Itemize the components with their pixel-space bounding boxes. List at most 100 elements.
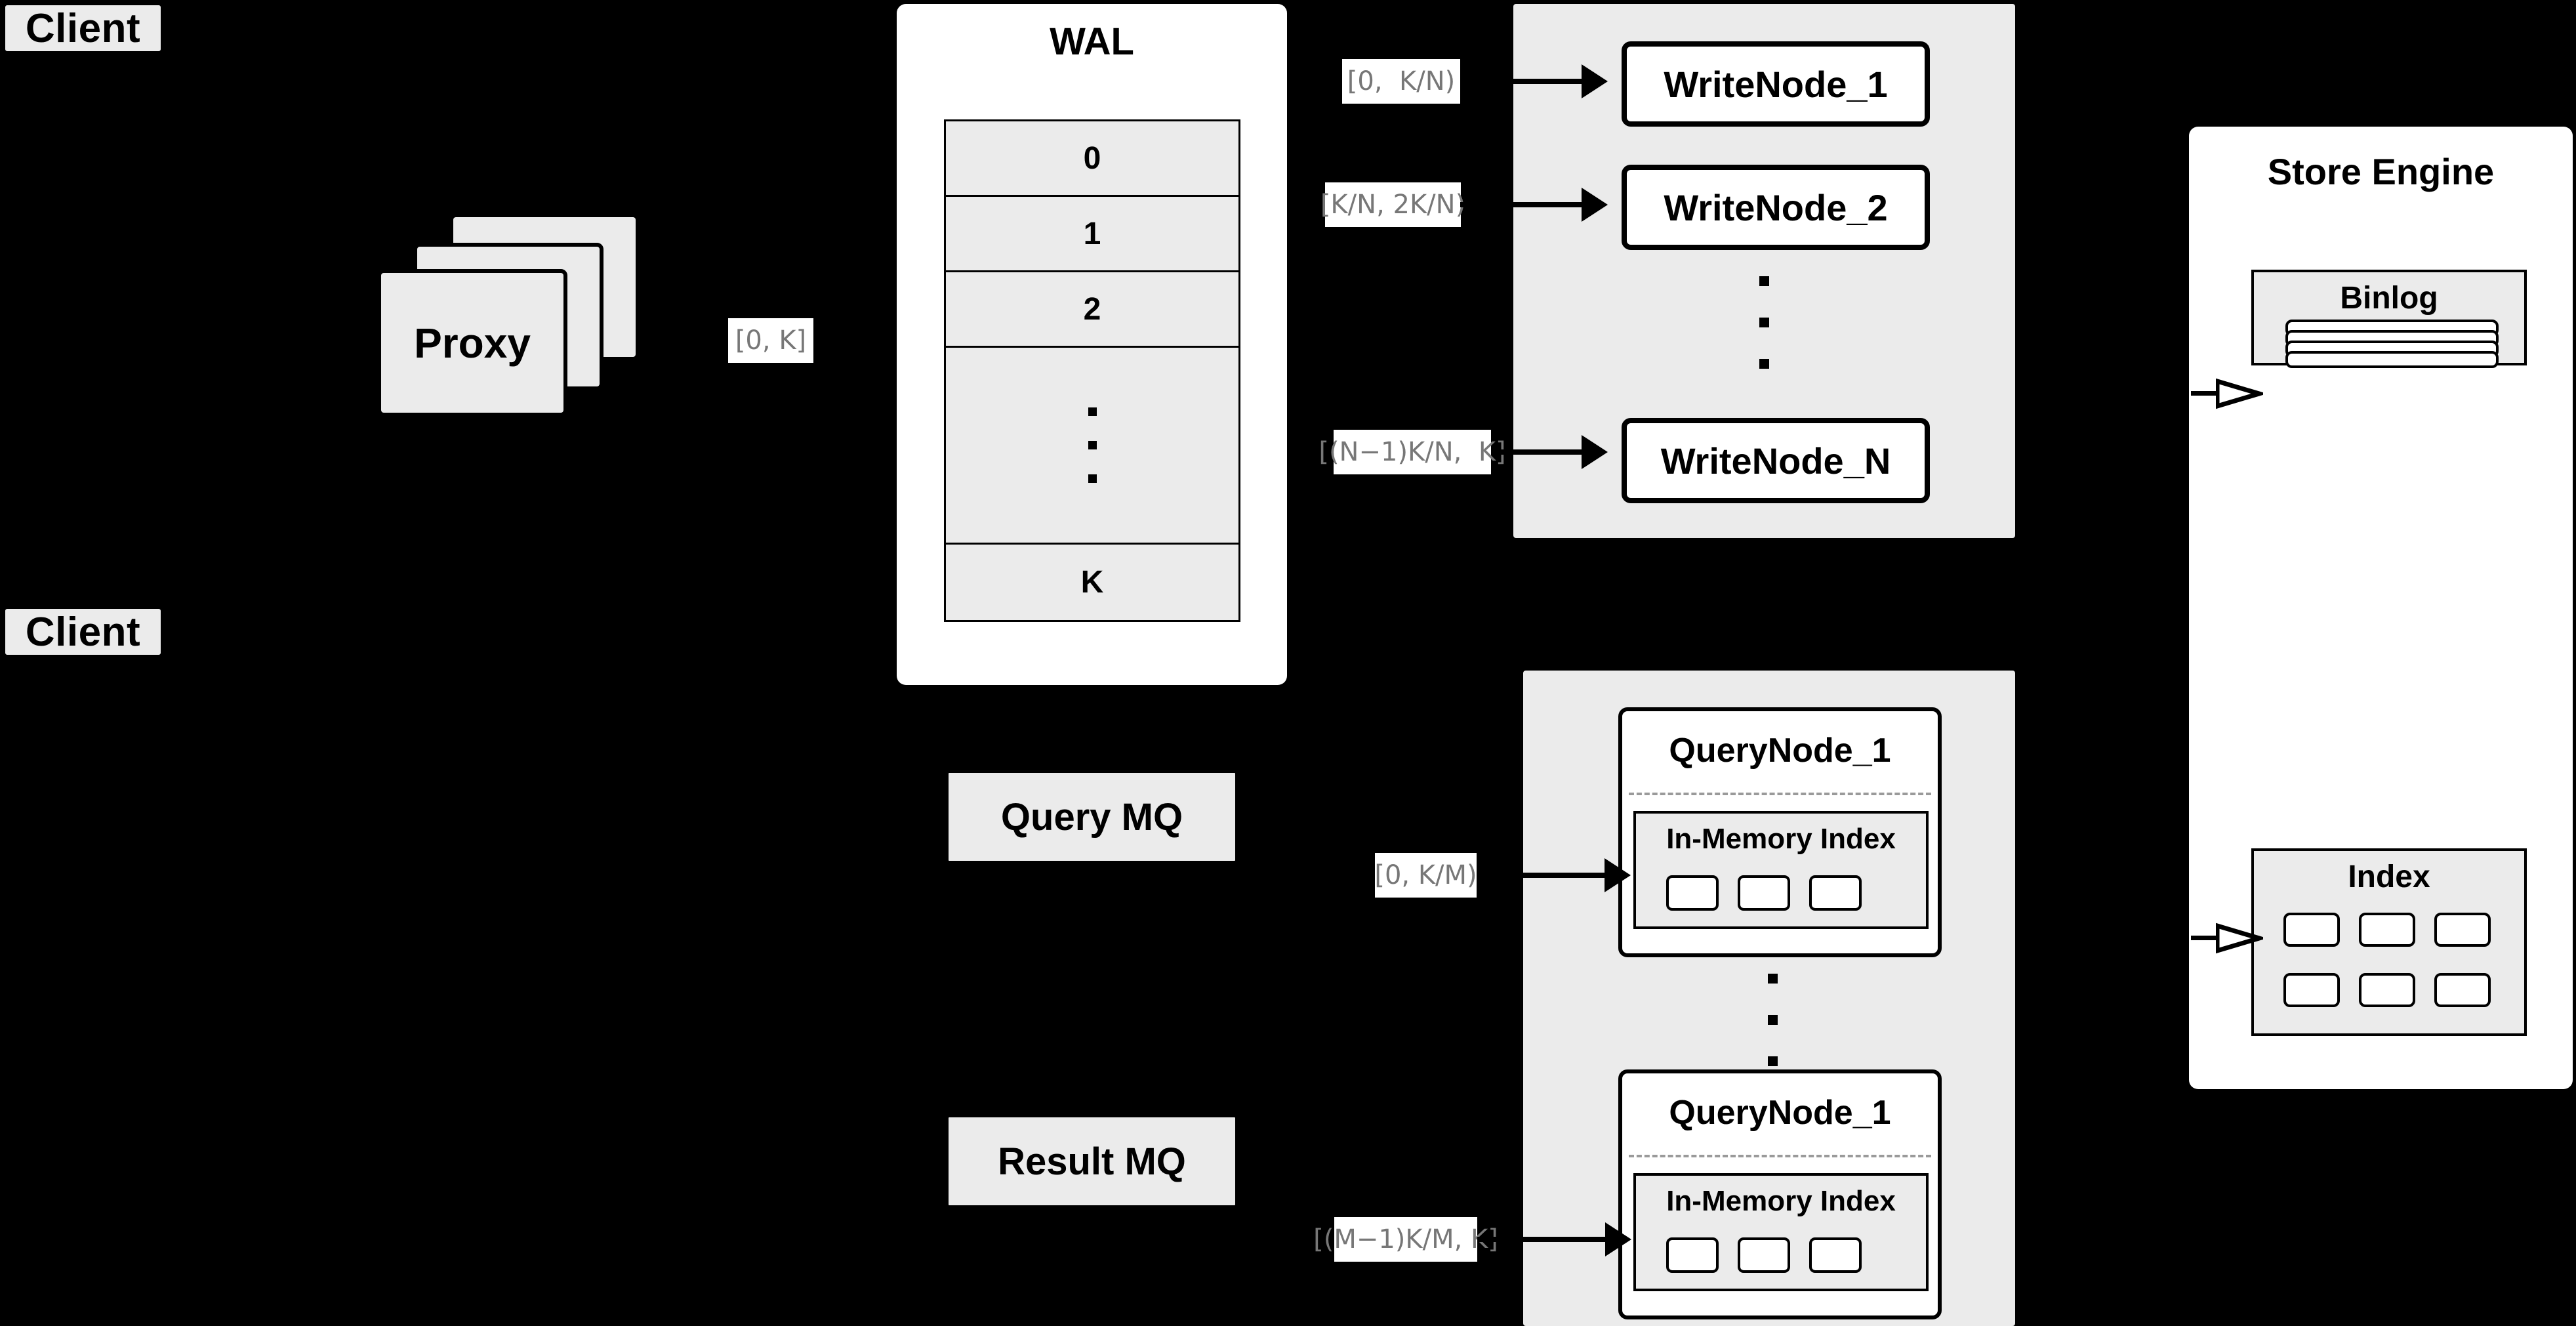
query-node-cluster: QueryNode_1 In-Memory Index QueryNode_1 …	[1523, 671, 2015, 1326]
query-node-m-label: QueryNode_1	[1669, 1094, 1891, 1132]
binlog-inbound-arrow	[2191, 377, 2263, 410]
write-node-1-arrow-line	[1460, 79, 1585, 84]
wal-title: WAL	[1050, 20, 1134, 63]
write-node-2-label: WriteNode_2	[1664, 186, 1888, 228]
query-node-1-range-text: [0, K/M)	[1374, 860, 1477, 890]
binlog-row-4[interactable]	[2285, 351, 2499, 368]
write-node-1[interactable]: WriteNode_1	[1622, 41, 1930, 127]
query-node-1-divider	[1629, 793, 1931, 795]
query-node-m-range-text: [(M−1)K/M, K]	[1313, 1224, 1498, 1254]
wal-row-1[interactable]: 1	[946, 197, 1238, 272]
proxy-range-label: [0, K]	[728, 318, 813, 363]
wal-ellipsis-dot-3	[1088, 474, 1097, 483]
write-node-1-arrow-head	[1582, 64, 1608, 98]
write-node-2-range-text: [K/N, 2K/N)	[1320, 190, 1466, 220]
proxy-range-text: [0, K]	[735, 325, 807, 356]
wal-entry-1: 1	[1083, 216, 1101, 251]
write-node-2-range-label: [K/N, 2K/N)	[1320, 182, 1465, 227]
query-node-m[interactable]: QueryNode_1 In-Memory Index	[1618, 1069, 1942, 1319]
wal-row-0[interactable]: 0	[946, 121, 1238, 197]
wal-row-k[interactable]: K	[946, 545, 1238, 620]
proxy-stack[interactable]: Proxy	[377, 213, 640, 417]
store-index-arrow-line	[2191, 936, 2218, 940]
store-index-arrow-head-hollow-icon	[2216, 922, 2263, 954]
write-node-n[interactable]: WriteNode_N	[1622, 418, 1930, 503]
query-node-m-index-cell-3[interactable]	[1809, 1237, 1862, 1273]
binlog-panel: Binlog	[2251, 270, 2527, 368]
query-node-1-arrow-head	[1605, 858, 1631, 892]
wal-row-ellipsis	[946, 348, 1238, 545]
store-index-panel: Index	[2251, 848, 2527, 1036]
query-cluster-ellipsis	[1608, 974, 1936, 1066]
wal-ellipsis-dot-1	[1088, 407, 1097, 416]
store-index-title: Index	[2348, 860, 2430, 894]
write-node-1-range-label: [0, K/N)	[1342, 59, 1460, 104]
query-node-m-divider	[1629, 1155, 1931, 1157]
write-node-2[interactable]: WriteNode_2	[1622, 165, 1930, 250]
client-box-2[interactable]: Client	[3, 607, 163, 657]
query-node-1-index-cell-3[interactable]	[1809, 875, 1862, 911]
client-label-2: Client	[25, 609, 141, 655]
client-box-1[interactable]: Client	[3, 3, 163, 53]
query-node-1-index-title: In-Memory Index	[1666, 823, 1896, 855]
wal-panel: WAL 0 1 2 K	[897, 4, 1287, 685]
query-node-m-range-label: [(M−1)K/M, K]	[1313, 1217, 1498, 1262]
proxy-card-front[interactable]: Proxy	[377, 269, 567, 417]
query-node-m-in-memory-index: In-Memory Index	[1633, 1173, 1929, 1291]
store-index-cell-1[interactable]	[2283, 913, 2340, 947]
write-node-1-arrow	[1460, 64, 1611, 98]
query-node-m-index-title: In-Memory Index	[1666, 1185, 1896, 1217]
binlog-title: Binlog	[2340, 281, 2438, 316]
write-ellipsis-dot-3	[1759, 359, 1769, 369]
binlog-arrow-head-hollow-icon	[2216, 378, 2263, 409]
write-node-1-label: WriteNode_1	[1664, 63, 1888, 105]
write-node-2-arrow	[1460, 188, 1611, 222]
query-node-1[interactable]: QueryNode_1 In-Memory Index	[1618, 707, 1942, 957]
store-index-inbound-arrow	[2191, 922, 2263, 955]
query-node-1-index-cell-1[interactable]	[1666, 875, 1719, 911]
query-ellipsis-dot-1	[1767, 974, 1778, 984]
store-index-cell-5[interactable]	[2359, 973, 2415, 1007]
wal-entry-0: 0	[1083, 140, 1101, 176]
store-index-cell-6[interactable]	[2434, 973, 2491, 1007]
query-node-m-arrow	[1477, 1222, 1641, 1256]
query-node-m-index-cell-2[interactable]	[1738, 1237, 1790, 1273]
write-node-2-arrow-line	[1460, 202, 1585, 207]
store-index-cell-3[interactable]	[2434, 913, 2491, 947]
query-node-m-index-cell-1[interactable]	[1666, 1237, 1719, 1273]
query-node-1-range-label: [0, K/M)	[1374, 853, 1477, 898]
store-index-cell-4[interactable]	[2283, 973, 2340, 1007]
wal-entry-2: 2	[1083, 291, 1101, 327]
query-node-m-arrow-line	[1477, 1237, 1608, 1242]
write-node-1-range-text: [0, K/N)	[1347, 66, 1456, 96]
wal-row-2[interactable]: 2	[946, 272, 1238, 348]
wal-table: 0 1 2 K	[944, 119, 1240, 622]
write-node-2-arrow-head	[1582, 188, 1608, 222]
query-node-1-arrow	[1477, 858, 1641, 892]
query-node-1-label: QueryNode_1	[1669, 732, 1891, 770]
query-node-1-in-memory-index: In-Memory Index	[1633, 811, 1929, 929]
store-index-cell-2[interactable]	[2359, 913, 2415, 947]
write-cluster-ellipsis	[1513, 276, 2015, 369]
query-mq-box[interactable]: Query MQ	[947, 771, 1237, 863]
query-node-1-arrow-line	[1477, 873, 1608, 878]
binlog-arrow-line	[2191, 391, 2218, 396]
query-ellipsis-dot-2	[1767, 1015, 1778, 1025]
write-node-n-arrow-head	[1582, 435, 1608, 469]
result-mq-box[interactable]: Result MQ	[947, 1115, 1237, 1207]
query-node-m-arrow-head	[1605, 1222, 1631, 1256]
store-engine-title: Store Engine	[2267, 151, 2495, 192]
query-node-1-index-cell-2[interactable]	[1738, 875, 1790, 911]
write-node-n-arrow-line	[1491, 449, 1585, 455]
wal-entry-k: K	[1080, 565, 1104, 600]
write-ellipsis-dot-1	[1759, 276, 1769, 286]
write-node-n-range-label: [(N−1)K/N, K]	[1319, 430, 1506, 474]
write-node-n-label: WriteNode_N	[1660, 440, 1891, 482]
client-label-1: Client	[25, 5, 141, 51]
wal-ellipsis-dot-2	[1088, 441, 1097, 449]
write-node-n-arrow	[1491, 435, 1622, 469]
write-ellipsis-dot-2	[1759, 318, 1769, 327]
store-engine-panel: Store Engine Binlog Index	[2189, 127, 2573, 1089]
proxy-label: Proxy	[414, 319, 531, 367]
